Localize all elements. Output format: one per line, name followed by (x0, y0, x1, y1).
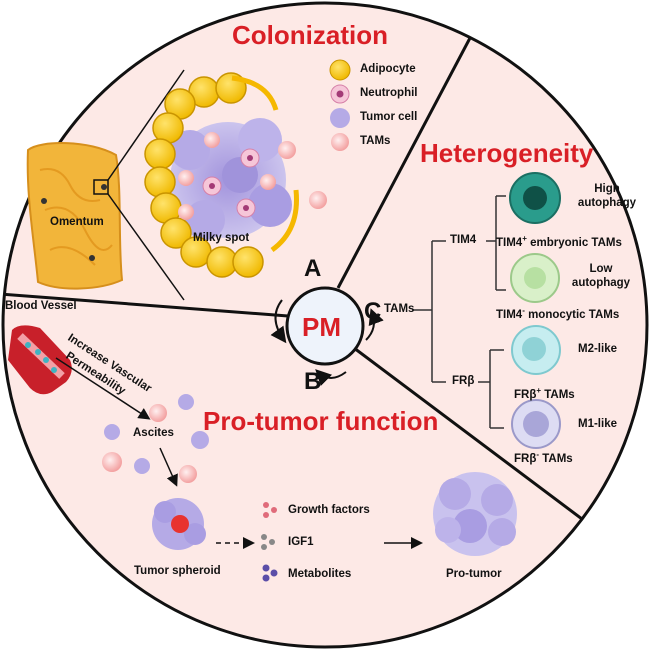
pm-label: PM (302, 312, 341, 342)
frb-neg-label: FRβ- TAMs (514, 450, 573, 465)
label-b: B (304, 368, 322, 395)
low-autophagy-line2: autophagy (571, 277, 631, 289)
m2-like-label: M2-like (578, 343, 617, 355)
legend-tumor-cell: Tumor cell (360, 111, 418, 123)
adipocyte-arc (144, 72, 264, 278)
tim4-pos-rest: embryonic TAMs (526, 236, 622, 249)
tim4-pos-sup: + (522, 234, 527, 243)
frb-pos-rest: TAMs (541, 388, 575, 401)
ascites-cells (102, 394, 209, 483)
pro-tumor-function-title: Pro-tumor function (203, 406, 439, 436)
legend-tams: TAMs (360, 135, 391, 147)
frb-pos-label: FRβ+ TAMs (514, 386, 575, 401)
metabolites-label: Metabolites (288, 568, 352, 580)
tumor-spheroid-label: Tumor spheroid (134, 565, 221, 577)
tim4-pos-text: TIM4 (496, 236, 523, 249)
high-autophagy-line1: High (594, 183, 620, 195)
frb-neg-sup: - (536, 450, 540, 459)
frb-neg-text: FRβ (514, 452, 537, 465)
tams-root-label: TAMs (384, 303, 415, 315)
tam-subtype-cells (509, 172, 561, 449)
tim4-label: TIM4 (450, 234, 477, 246)
growth-factors-label: Growth factors (288, 504, 370, 516)
frb-neg-rest: TAMs (539, 452, 573, 465)
m1-like-label: M1-like (578, 418, 617, 430)
blood-vessel (8, 325, 72, 395)
pro-tumor-cluster (433, 472, 517, 556)
low-autophagy-label: Low autophagy (566, 262, 636, 290)
tim4-neg-text: TIM4 (496, 308, 523, 321)
divider-lines (3, 37, 591, 527)
milky-spot-immune-cells (178, 132, 327, 220)
heterogeneity-tree (412, 195, 506, 429)
milky-spot-label: Milky spot (193, 232, 250, 244)
high-autophagy-label: High autophagy (572, 182, 642, 210)
omentum-label: Omentum (50, 216, 104, 228)
tim4-neg-rest: monocytic TAMs (524, 308, 620, 321)
ascites-label: Ascites (133, 427, 174, 439)
igf1-label: IGF1 (288, 536, 314, 548)
tim4-pos-label: TIM4+ embryonic TAMs (496, 234, 622, 249)
legend-neutrophil: Neutrophil (360, 87, 418, 99)
colonization-title: Colonization (232, 20, 388, 50)
label-a: A (304, 255, 322, 282)
frb-label: FRβ (452, 375, 475, 387)
label-c: C (364, 298, 382, 325)
pm-node (285, 286, 365, 366)
heterogeneity-title: Heterogeneity (420, 138, 594, 168)
tim4-neg-sup: - (522, 306, 525, 315)
frb-pos-sup: + (536, 386, 542, 395)
low-autophagy-line1: Low (589, 263, 613, 275)
legend-adipocyte: Adipocyte (360, 63, 416, 75)
frb-pos-text: FRβ (514, 388, 537, 401)
omentum-illustration (26, 142, 124, 290)
pro-tumor-label: Pro-tumor (446, 568, 502, 580)
blood-vessel-label: Blood Vessel (5, 300, 77, 312)
factor-icons (261, 502, 278, 582)
tumor-spheroid (152, 498, 206, 550)
legend-icons (329, 59, 351, 151)
tim4-neg-label: TIM4- monocytic TAMs (496, 306, 619, 321)
high-autophagy-line2: autophagy (577, 197, 637, 209)
